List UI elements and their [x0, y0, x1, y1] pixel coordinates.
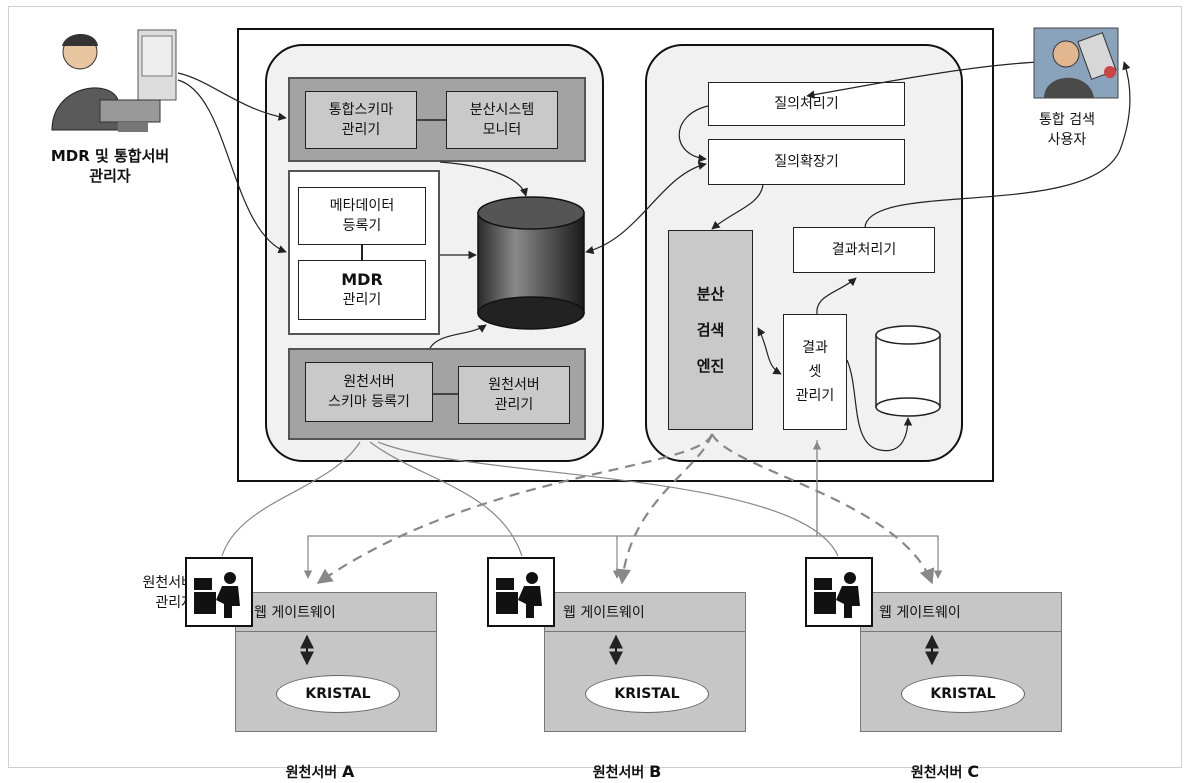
server-a-admin-icon	[185, 557, 253, 627]
server-a-kristal[interactable]: KRISTAL	[276, 675, 400, 713]
mdr-admin-icon	[51, 29, 177, 132]
server-a-gateway[interactable]: 웹 게이트웨이	[236, 593, 436, 632]
query-processor[interactable]: 질의처리기	[708, 82, 905, 126]
source-admin-label: 원천서버 관리자	[142, 575, 194, 611]
diagram-frame	[8, 6, 1182, 768]
mdr-manager-title: MDR	[341, 270, 383, 289]
server-b-kristal[interactable]: KRISTAL	[585, 675, 709, 713]
distributed-search-engine[interactable]: 분산 검색 엔진	[668, 230, 753, 430]
server-b-admin-icon	[487, 557, 555, 627]
mdr-manager-sub: 관리기	[342, 292, 382, 308]
server-b-gateway[interactable]: 웹 게이트웨이	[545, 593, 745, 632]
search-user-label: 통합 검색 사용자	[1039, 112, 1095, 148]
distributed-system-monitor[interactable]: 분산시스템 모니터	[446, 91, 558, 149]
server-b-gateway-box: 웹 게이트웨이 KRISTAL	[544, 592, 746, 732]
metadata-registrar[interactable]: 메타데이터 등록기	[298, 187, 426, 245]
server-c-gateway[interactable]: 웹 게이트웨이	[861, 593, 1061, 632]
server-c-letter: C	[967, 762, 980, 781]
server-c-admin-icon	[805, 557, 873, 627]
mdr-manager[interactable]: MDR 관리기	[298, 260, 426, 320]
server-c-kristal[interactable]: KRISTAL	[901, 675, 1025, 713]
result-database-icon	[875, 325, 941, 417]
server-c-gateway-box: 웹 게이트웨이 KRISTAL	[860, 592, 1062, 732]
search-user-icon	[1033, 27, 1119, 99]
mdr-admin-label: MDR 및 통합서버 관리자	[50, 147, 170, 185]
mdr-database-icon	[477, 196, 585, 330]
server-a-gateway-box: 웹 게이트웨이 KRISTAL	[235, 592, 437, 732]
result-processor[interactable]: 결과처리기	[793, 227, 935, 273]
result-set-manager[interactable]: 결과 셋 관리기	[783, 314, 847, 430]
source-server-manager[interactable]: 원천서버 관리기	[458, 366, 570, 424]
source-schema-registrar[interactable]: 원천서버 스키마 등록기	[305, 362, 433, 422]
query-expander[interactable]: 질의확장기	[708, 139, 905, 185]
integrated-schema-manager[interactable]: 통합스키마 관리기	[305, 91, 417, 149]
